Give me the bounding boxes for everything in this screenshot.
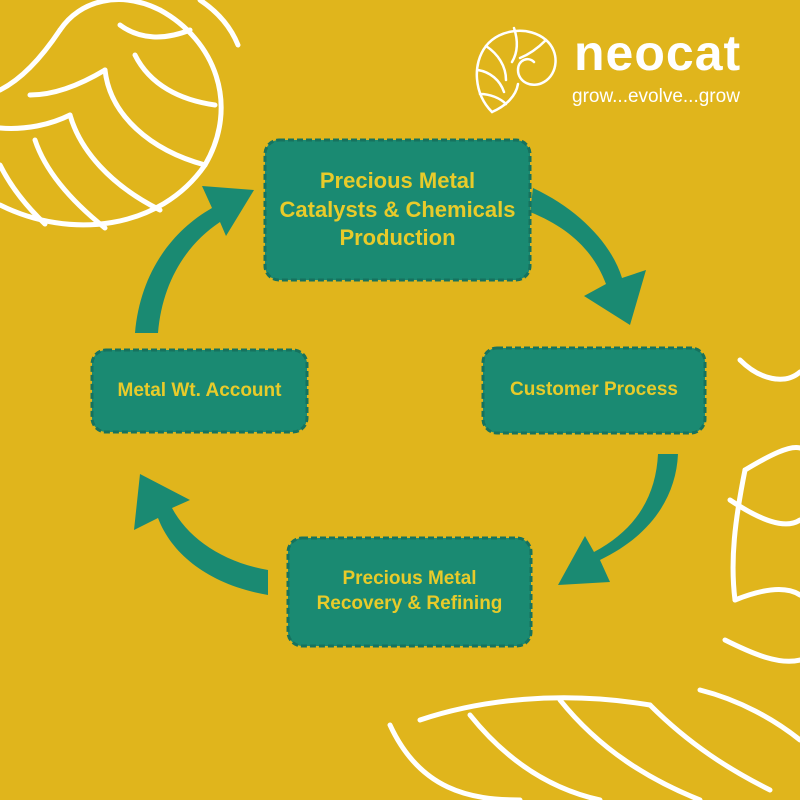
shell-decoration-top-left [0,0,241,231]
arrow-production-to-customer [530,188,646,325]
node-label-line: Metal Wt. Account [117,379,282,401]
arrow-account-to-production [135,186,254,333]
node-label-line: Precious Metal [342,568,477,590]
node-metal-account: Metal Wt. Account [92,350,307,432]
node-label-line: Catalysts & Chemicals [279,196,516,222]
brand-block: neocat grow...evolve...grow [472,24,782,114]
node-label-line: Production [339,225,456,251]
node-label-line: Precious Metal [319,168,476,194]
brand-tagline: grow...evolve...grow [572,86,740,107]
shell-logo-icon [475,26,557,114]
node-label-line: Customer Process [510,379,678,401]
node-customer-process: Customer Process [483,348,705,433]
recovery-box-shape [286,536,533,648]
brand-name: neocat [574,25,742,81]
arrow-recovery-to-account [134,474,268,595]
account-box-shape [90,348,309,434]
node-label-line: Recovery & Refining [316,593,503,614]
node-recovery-refining: Precious Metal Recovery & Refining [288,538,531,646]
node-catalyst-production: Precious Metal Catalysts & Chemicals Pro… [265,140,530,280]
arrow-customer-to-recovery [558,454,678,585]
shell-decoration-bottom-right [387,357,800,800]
production-box-shape [263,138,532,282]
customer-box-shape [481,346,707,435]
